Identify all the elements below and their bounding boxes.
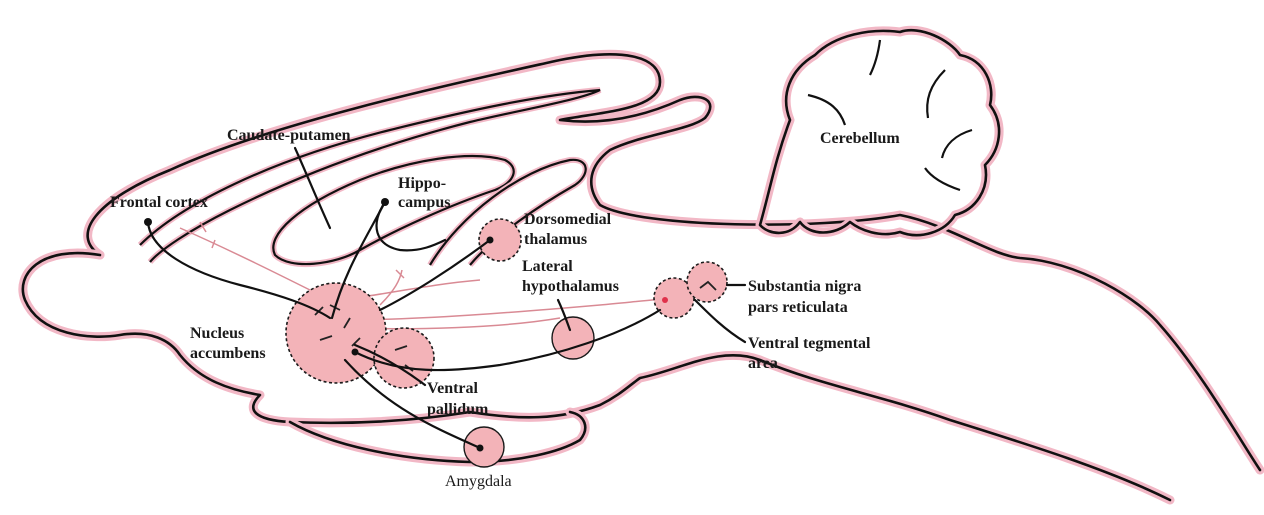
label-amygdala: Amygdala <box>445 473 512 490</box>
label-ventral-tegmental-1: Ventral tegmental <box>748 335 871 352</box>
label-caudate-putamen: Caudate-putamen <box>227 127 351 144</box>
label-nucleus-accumbens-1: Nucleus <box>190 325 244 342</box>
label-nucleus-accumbens-2: accumbens <box>190 345 266 362</box>
label-lateral-hypo-2: hypothalamus <box>522 278 619 295</box>
label-ventral-pallidum-2: pallidum <box>427 401 489 418</box>
nucleus-accumbens-circle <box>286 283 386 383</box>
label-hippocampus-2: campus <box>398 194 450 211</box>
label-frontal-cortex: Frontal cortex <box>110 194 208 211</box>
dorsomedial-thalamus-circle <box>479 219 521 261</box>
brain-outline <box>23 54 1260 500</box>
label-cerebellum: Cerebellum <box>820 130 900 147</box>
label-dorsomedial-1: Dorsomedial <box>524 211 612 228</box>
label-lateral-hypo-1: Lateral <box>522 258 573 275</box>
label-hippocampus-1: Hippo- <box>398 175 446 192</box>
label-ventral-tegmental-2: area <box>748 355 778 372</box>
label-ventral-pallidum-1: Ventral <box>427 380 479 397</box>
amygdala-circle <box>464 427 504 467</box>
label-dorsomedial-2: thalamus <box>524 231 587 248</box>
vta-marker-dot <box>662 297 668 303</box>
label-substantia-2: pars reticulata <box>748 299 848 316</box>
pathway-fibers <box>180 222 670 329</box>
label-substantia-1: Substantia nigra <box>748 278 861 295</box>
